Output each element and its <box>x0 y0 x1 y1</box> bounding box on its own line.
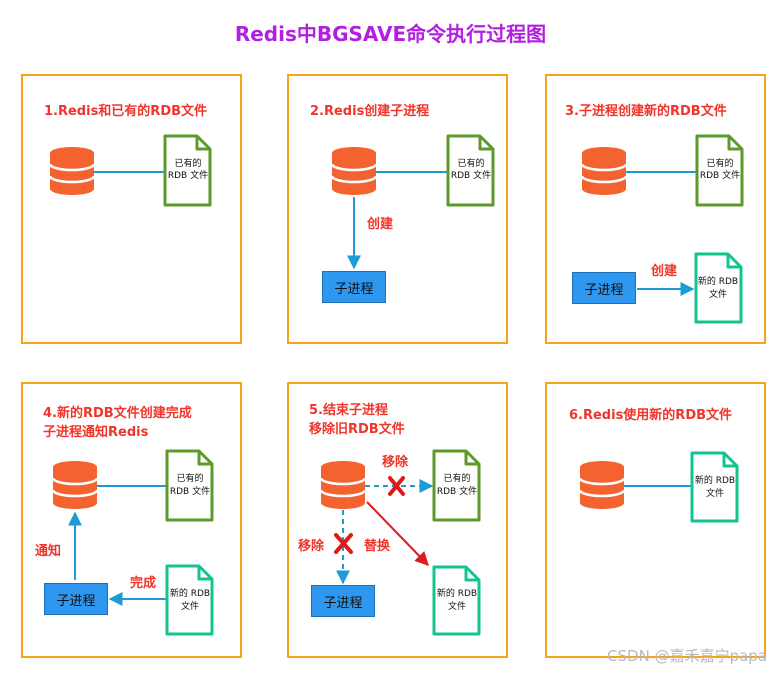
step-2-old-rdb-file-icon <box>446 134 495 207</box>
step-4-new-rdb-file-icon <box>165 564 214 636</box>
step-4-child-process: 子进程 <box>44 583 108 615</box>
step-1-redis-db-icon <box>48 145 96 197</box>
step-5-file-label-line-2: RDB 文件 <box>437 485 477 497</box>
step-4-file-label-line-1: 已有的 <box>176 472 203 484</box>
step-4-redis-db-icon <box>51 459 99 511</box>
step-2-file-label-line-2: RDB 文件 <box>451 169 491 181</box>
step-5-title-line-1: 5.结束子进程 <box>309 403 388 418</box>
step-5-redis-db-icon <box>319 459 367 511</box>
step-6-new-rdb-file-icon <box>690 451 739 523</box>
step-1-old-rdb-file-icon <box>163 134 212 207</box>
step-4-new-file-label-line-1: 新的 RDB <box>170 587 210 599</box>
step-4-file-label-line-2: RDB 文件 <box>170 485 210 497</box>
step-2-redis-db-icon <box>330 145 378 197</box>
step-3-new-rdb-file-icon <box>694 252 743 324</box>
panel-step-1 <box>21 74 242 344</box>
step-4-title-line-2: 子进程通知Redis <box>43 425 149 440</box>
watermark: CSDN @嘉禾嘉宁papa <box>607 647 767 665</box>
step-1-file-label-line-1: 已有的 <box>174 157 201 169</box>
step-6-title: 6.Redis使用新的RDB文件 <box>569 408 733 423</box>
step-5-remove-x-icon-2 <box>334 533 353 554</box>
step-3-file-label-line-1: 已有的 <box>706 157 733 169</box>
step-2-file-label-line-1: 已有的 <box>457 157 484 169</box>
step-1-title: 1.Redis和已有的RDB文件 <box>44 104 208 119</box>
step-5-new-rdb-file-icon <box>432 565 481 636</box>
step-6-new-file-label-line-1: 新的 RDB <box>695 474 735 486</box>
step-5-remove-label-1: 移除 <box>382 455 409 470</box>
step-3-file-label-line-2: RDB 文件 <box>700 169 740 181</box>
step-3-create-label: 创建 <box>651 264 678 279</box>
step-6-new-file-label-line-2: 文件 <box>706 487 724 499</box>
step-3-new-file-label-line-2: 文件 <box>709 288 727 300</box>
step-4-done-label: 完成 <box>130 576 157 591</box>
step-3-redis-db-icon <box>580 145 628 197</box>
step-2-create-label: 创建 <box>367 217 394 232</box>
step-5-title-line-2: 移除旧RDB文件 <box>309 422 405 437</box>
step-6-redis-db-icon <box>578 459 626 511</box>
step-5-remove-x-icon-1 <box>388 476 405 496</box>
step-4-new-file-label-line-2: 文件 <box>181 600 199 612</box>
step-4-old-rdb-file-icon <box>165 449 214 522</box>
step-5-old-rdb-file-icon <box>432 449 481 522</box>
step-2-title: 2.Redis创建子进程 <box>310 104 430 119</box>
step-5-replace-label: 替换 <box>364 539 391 554</box>
step-1-file-label-line-2: RDB 文件 <box>168 169 208 181</box>
step-5-remove-label-2: 移除 <box>298 539 325 554</box>
step-5-file-label-line-1: 已有的 <box>443 472 470 484</box>
step-3-child-process: 子进程 <box>572 272 636 304</box>
diagram-title: Redis中BGSAVE命令执行过程图 <box>234 22 547 46</box>
step-5-replace-arrow <box>366 501 429 567</box>
step-2-child-process: 子进程 <box>322 271 386 303</box>
step-5-new-file-label-line-1: 新的 RDB <box>437 587 477 599</box>
step-5-child-process: 子进程 <box>311 585 375 617</box>
step-3-new-file-label-line-1: 新的 RDB <box>698 275 738 287</box>
step-3-title: 3.子进程创建新的RDB文件 <box>565 104 727 119</box>
step-4-notify-label: 通知 <box>35 544 62 559</box>
step-3-old-rdb-file-icon <box>695 134 744 207</box>
step-4-title-line-1: 4.新的RDB文件创建完成 <box>43 406 192 421</box>
step-5-new-file-label-line-2: 文件 <box>448 600 466 612</box>
